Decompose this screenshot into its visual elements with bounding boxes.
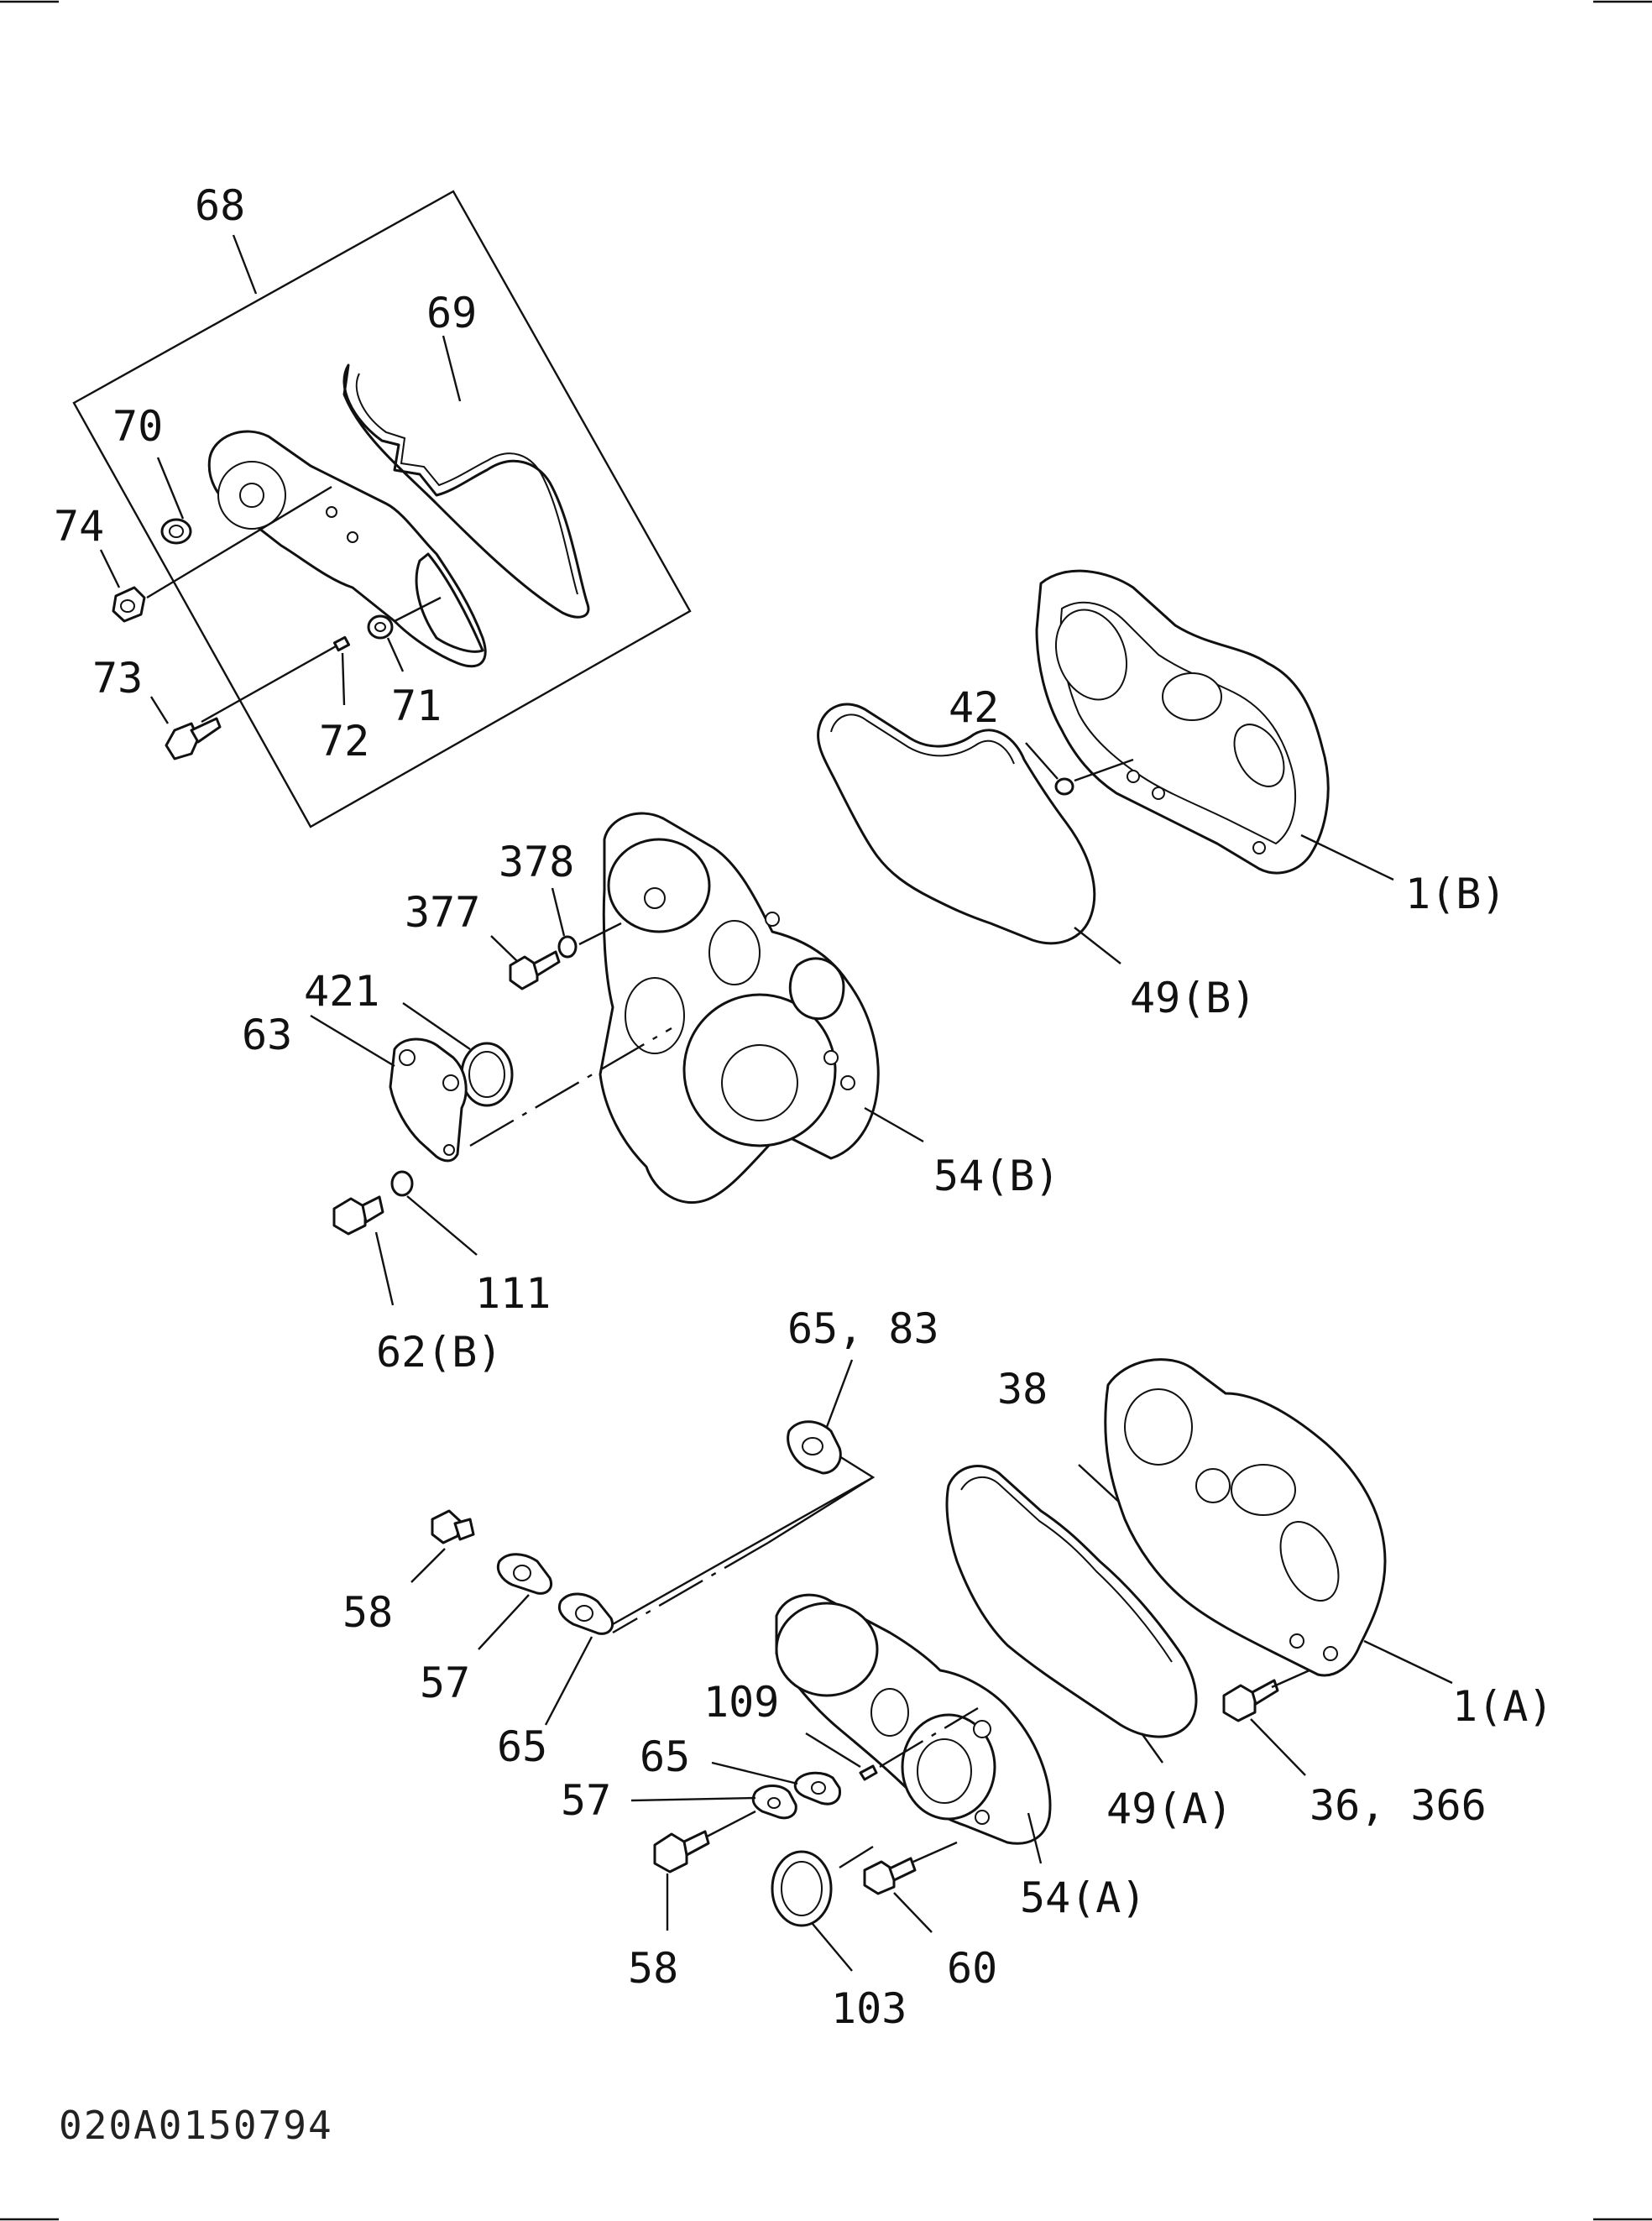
label-378: 378 [499,838,574,886]
bolt-377 [509,950,561,990]
fitting-58-top [431,1509,475,1544]
washer-111 [390,1170,414,1197]
upper-assembly-b: 1(B) 42 49(B) 54(B) 378 [242,569,1506,1377]
label-377: 377 [405,888,480,937]
gasket-69 [342,363,590,619]
label-65-mid: 65 [640,1732,690,1781]
lower-assembly-a: 65, 83 38 1(A) 36, 366 49(A) [342,1304,1553,2033]
label-69: 69 [426,289,477,337]
pin-72 [332,635,351,652]
bolt-60 [863,1857,917,1895]
label-57-top: 57 [420,1659,470,1707]
drawing-number: 020A0150794 [59,2103,333,2148]
gasket-49a [945,1465,1198,1738]
label-65-83: 65, 83 [787,1304,939,1353]
label-49b: 49(B) [1130,974,1257,1022]
pin-109 [859,1764,878,1781]
label-111: 111 [475,1269,551,1318]
label-73: 73 [92,654,143,703]
label-1b: 1(B) [1405,870,1506,918]
label-70: 70 [112,402,163,451]
label-42: 42 [949,683,999,732]
label-72: 72 [319,717,369,766]
bolt-36-366 [1222,1679,1279,1722]
label-103: 103 [831,1984,907,2033]
label-57-mid: 57 [561,1776,611,1825]
case-54a-dome [775,1602,879,1697]
label-58-bottom: 58 [628,1944,678,1993]
plug-62b [332,1195,384,1236]
dowel-42 [1054,777,1074,796]
label-65-left: 65 [497,1722,547,1771]
bolt-58-bottom [653,1830,710,1873]
label-109: 109 [703,1678,779,1727]
label-74: 74 [54,502,104,551]
gasket-49b [817,703,1096,945]
pin-71 [367,614,394,640]
label-71: 71 [391,682,442,730]
kit-68-group: 68 69 70 74 71 72 [54,181,692,828]
label-68: 68 [195,181,245,230]
nut-74 [112,586,146,623]
label-36-366: 36, 366 [1310,1781,1487,1830]
label-38: 38 [997,1365,1048,1414]
label-54a: 54(A) [1020,1873,1147,1922]
label-49a: 49(A) [1106,1785,1233,1833]
label-421: 421 [304,967,379,1016]
label-62b: 62(B) [376,1328,503,1377]
bushing-70 [160,518,192,545]
label-60: 60 [947,1944,997,1993]
label-1a: 1(A) [1452,1682,1553,1731]
cover-63 [389,1037,468,1163]
washer-378 [557,935,578,959]
label-63: 63 [242,1011,292,1059]
label-54b: 54(B) [933,1152,1060,1200]
label-58-top: 58 [342,1588,393,1637]
bolt-73 [165,717,222,760]
